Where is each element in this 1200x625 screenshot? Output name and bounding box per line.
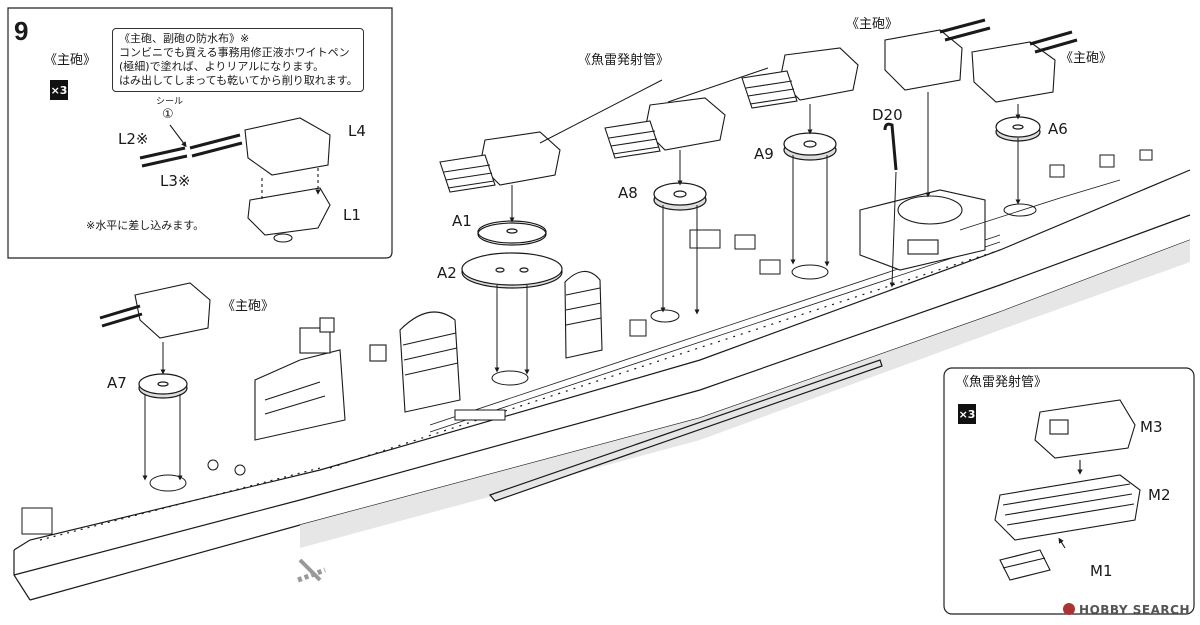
part-label-m3: M3 xyxy=(1140,418,1163,436)
step-number: 9 xyxy=(14,16,29,46)
bridge xyxy=(254,317,387,441)
inset-gun-assembly xyxy=(139,117,331,243)
part-label-l4: L4 xyxy=(348,122,366,140)
hull-shadow xyxy=(300,240,1190,548)
quantity-badge-main-gun: ×3 xyxy=(50,80,68,100)
funnel-1 xyxy=(399,311,461,413)
footnote-horizontal-insert: ※水平に差し込みます。 xyxy=(86,219,205,232)
funnel-2 xyxy=(564,270,603,359)
part-label-a1: A1 xyxy=(452,212,472,230)
note-line: (極細)で塗れば、よりリアルになります。 xyxy=(119,60,325,73)
part-label-d20: D20 xyxy=(872,106,903,124)
part-label-l1: L1 xyxy=(343,206,361,224)
gun-turret-top xyxy=(884,18,991,91)
callout-main-gun-left: 《主砲》 xyxy=(222,299,275,314)
assembly-lines xyxy=(142,67,1021,481)
part-label-l3: L3※ xyxy=(160,172,191,190)
disc-a1 xyxy=(477,220,547,246)
gun-turret-right xyxy=(971,30,1078,103)
inset-torpedo-assembly xyxy=(994,399,1141,581)
watermark: HOBBY SEARCH xyxy=(1063,603,1190,617)
part-label-m1: M1 xyxy=(1090,562,1113,580)
quantity-badge-torpedo-tubes: ×3 xyxy=(958,404,976,424)
part-label-m2: M2 xyxy=(1148,486,1171,504)
note-line: はみ出してしまっても乾いてから削り取れます。 xyxy=(119,74,358,87)
part-label-a7: A7 xyxy=(107,374,127,392)
inset-title-main-gun: 《主砲》 xyxy=(44,53,97,68)
disc-a2 xyxy=(461,252,563,289)
torpedo-tube-1 xyxy=(439,131,561,193)
hobby-search-logo-icon xyxy=(1063,603,1076,615)
watermark-text: HOBBY SEARCH xyxy=(1079,603,1190,617)
seal-number: ① xyxy=(162,107,174,122)
callout-torpedo-tubes: 《魚雷発射管》 xyxy=(578,53,670,68)
disc-a6 xyxy=(995,116,1041,142)
part-label-a8: A8 xyxy=(618,184,638,202)
wake-arrow xyxy=(297,567,326,583)
inset-frame-top-left xyxy=(7,7,393,259)
callout-main-gun-right: 《主砲》 xyxy=(1060,51,1113,66)
note-line: コンビニでも買える事務用修正液ホワイトペン xyxy=(119,46,350,59)
part-d20 xyxy=(883,122,898,171)
note-line: 《主砲、副砲の防水布》※ xyxy=(119,32,250,45)
torpedo-tube-3 xyxy=(741,47,859,109)
callout-main-gun-top: 《主砲》 xyxy=(846,17,899,32)
disc-a9 xyxy=(783,132,837,161)
part-label-a2: A2 xyxy=(437,264,457,282)
part-label-l2: L2※ xyxy=(118,130,149,148)
part-label-a6: A6 xyxy=(1048,120,1068,138)
painting-tip-note: 《主砲、副砲の防水布》※ コンビニでも買える事務用修正液ホワイトペン (極細)で… xyxy=(112,28,364,92)
aft-deckhouse xyxy=(859,179,1121,271)
ship-hull xyxy=(13,169,1191,601)
torpedo-tube-2 xyxy=(604,97,726,159)
inset-title-torpedo-tubes: 《魚雷発射管》 xyxy=(956,375,1048,390)
part-label-a9: A9 xyxy=(754,145,774,163)
disc-a8 xyxy=(653,182,707,211)
gun-turret-left xyxy=(99,282,211,339)
disc-a7 xyxy=(138,373,188,399)
seal-label: シール xyxy=(156,97,184,107)
